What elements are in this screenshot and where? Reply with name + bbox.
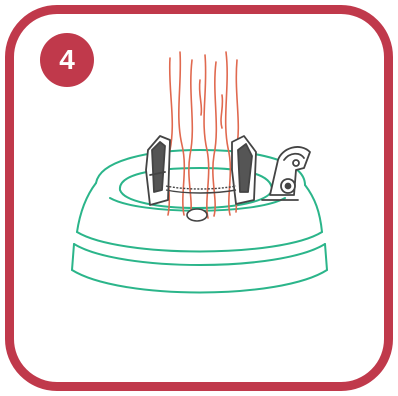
center-peg	[187, 209, 207, 221]
stand-band-1	[77, 232, 322, 252]
stand-dome-right	[305, 185, 322, 232]
ratchet-lever	[262, 147, 310, 200]
tension-cable	[166, 186, 236, 193]
stand-dome-left	[77, 183, 96, 232]
stand-band-2	[74, 244, 325, 265]
stand-bottom	[72, 270, 327, 293]
left-clamp	[146, 136, 170, 205]
right-clamp	[232, 136, 256, 204]
